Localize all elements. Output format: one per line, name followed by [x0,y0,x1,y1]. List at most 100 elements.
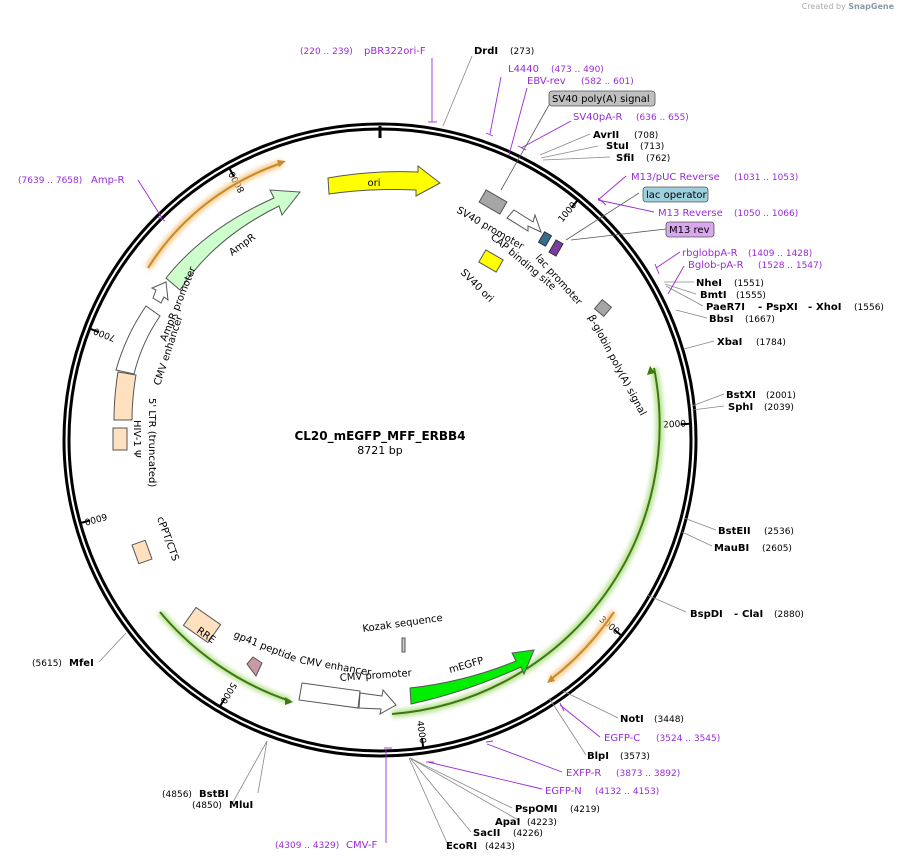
primer-egfp-n-pos: (4132 .. 4153) [595,787,659,797]
primer-egfp-n: EGFP-N [545,786,582,797]
arc-feature-orange-left [147,162,283,269]
enzyme-bstxi-pos: (2001) [766,391,796,401]
primer-exfp-r: EXFP-R [566,768,601,779]
enzyme-leaders [98,55,725,846]
cap-binding-arrow [506,209,542,233]
plasmid-length: 8721 bp [357,444,402,457]
lac-operator-box [548,239,564,257]
primer-sv40pa-r: SV40pA-R [573,112,622,123]
enzyme-pspomi: PspOMI [515,804,557,815]
arc-arrowhead-green-bottom-left [285,697,293,705]
plasmid-name: CL20_mEGFP_MFF_ERBB4 [294,429,465,444]
cmv-promoter-feature [358,688,397,715]
enzyme-mlui-pos: (4850) [192,801,222,811]
m13-rev-leader [570,228,667,241]
arc-arrowhead-orange-left [277,160,286,167]
tick-label: 4000 [414,720,427,744]
primer-ebv-rev: EBV-rev [527,76,566,87]
enzyme-avrii-pos: (708) [634,131,658,141]
primer-cmv-f-pos: (4309 .. 4329) [275,841,339,851]
enzyme-nhei-pos: (1551) [734,279,764,289]
cmv-enhancer-left-feature [115,305,161,375]
enzyme-xhoi: XhoI [816,302,841,313]
enzyme-stui-pos: (713) [640,142,664,152]
tick-label: 6000 [83,510,108,526]
ori-feature [327,164,441,197]
globin-polya-label: β-globin poly(A) signal [585,313,648,417]
enzyme-clai: ClaI [742,609,763,620]
enzyme-stui: StuI [606,141,629,152]
backbone-outer [62,122,698,758]
enzyme-apai-pos: (4223) [527,818,557,828]
tick-label: 7000 [92,325,117,343]
enzyme-noti: NotI [620,714,644,725]
ampr-label: AmpR [227,232,258,258]
primer-leaders [137,58,685,843]
svg-text:-: - [808,302,812,313]
enzyme-sfii-pos: (762) [646,154,670,164]
enzyme-maubi-pos: (2605) [762,544,792,554]
enzyme-bbsi-pos: (1667) [745,315,775,325]
lac-operator-label-box [642,186,709,203]
enzyme-mfei-pos: (5615) [32,659,62,669]
primer-m13-reverse-pos: (1050 .. 1066) [734,209,798,219]
cppt-cts-label: cPPT/CTS [154,515,180,562]
enzyme-clai-pos: (2880) [774,610,804,620]
primer-bglob-pa-r: Bglob-pA-R [688,260,744,271]
primer-m13-puc-reverse-pos: (1031 .. 1053) [734,173,798,183]
primer-rbglobpa-r-pos: (1409 .. 1428) [748,249,812,259]
primer-ebv-rev-pos: (582 .. 601) [581,77,634,87]
tick-label: 5000 [217,680,238,705]
enzyme-ecori: EcoRI [446,841,477,852]
tick-mark [228,167,235,178]
enzyme-pspxi: PspXI [766,302,798,313]
enzyme-sphi: SphI [728,402,753,413]
primer-pbr322ori-f: pBR322ori-F [364,46,426,57]
primer-m13-reverse: M13 Reverse [658,208,723,219]
cap-binding-box [537,231,553,247]
arc-feature-green-bottom-left [159,611,291,702]
enzyme-drdi: DrdI [474,46,498,57]
enzyme-avrii: AvrII [593,130,619,141]
enzyme-bspdi: BspDI [690,609,723,620]
enzyme-apai: ApaI [495,817,520,828]
tick-mark [89,327,100,334]
ltr-feature [113,371,137,421]
enzyme-bmti-pos: (1555) [736,291,766,301]
enzyme-sphi-pos: (2039) [764,403,794,413]
kozak-label: Kozak sequence [362,613,443,635]
arc-arrowhead-green-right [647,366,655,375]
enzyme-bstbi-pos: (4856) [162,790,192,800]
tick-mark [570,199,579,209]
sv40-promoter-feature [478,189,508,215]
enzyme-xbai-pos: (1784) [756,338,786,348]
enzyme-bbsi: BbsI [709,314,733,325]
enzyme-noti-pos: (3448) [654,715,684,725]
enzyme-sfii: SfiI [616,153,634,164]
tick-mark [218,697,226,708]
primer-sv40pa-r-pos: (636 .. 655) [636,113,689,123]
sv40-ori-feature [478,249,504,273]
enzyme-pspomi-pos: (4219) [570,805,600,815]
primer-labels: (220 .. 239) pBR322ori-F L4440 (473 .. 4… [18,46,822,851]
primer-bglob-pa-r-pos: (1528 .. 1547) [758,261,822,271]
m13-rev-box-label: M13 rev [669,225,710,236]
kozak-feature [401,637,406,653]
enzyme-maubi: MauBI [714,543,749,554]
arc-feature-green-right [391,367,661,715]
tick-label: 2000 [663,419,687,430]
arc-arrowhead-orange-right [547,675,555,683]
m13-rev-label-box [665,221,715,238]
primer-amp-r: Amp-R [91,175,125,186]
tick-mark [680,422,691,426]
hiv-psi-label: HIV-1 Ψ [131,420,142,458]
sv40-polya-box-label: SV40 poly(A) signal [552,94,650,105]
primer-cmv-f: CMV-F [346,840,377,851]
enzyme-ecori-pos: (4243) [485,842,515,852]
enzyme-blpi: BlpI [587,751,609,762]
enzyme-bmti: BmtI [700,290,727,301]
cmv-enhancer-bottom-feature [298,682,361,709]
primer-amp-r-pos: (7639 .. 7658) [18,176,82,186]
enzyme-paer7i: PaeR7I [706,302,745,313]
tick-mark [420,737,425,749]
